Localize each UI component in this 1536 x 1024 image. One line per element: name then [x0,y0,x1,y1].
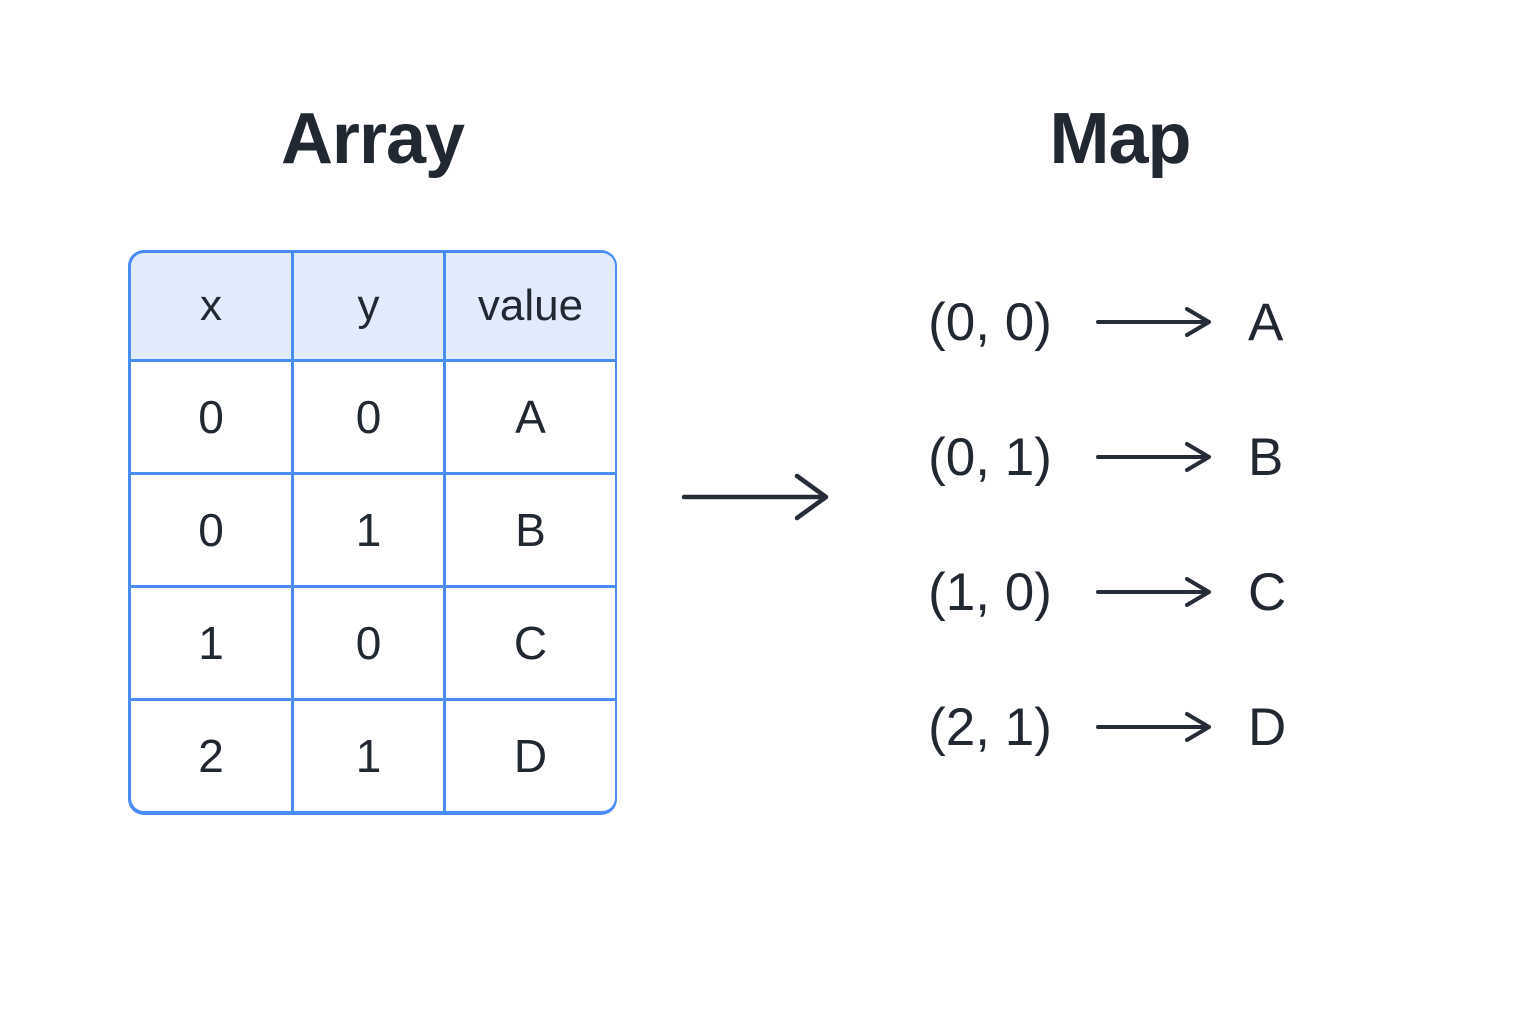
array-table: x y value 0 0 A 0 1 B 1 0 C 2 1 D [128,250,617,815]
map-entry-value: C [1248,562,1287,622]
table-cell-r2-value: C [446,588,615,698]
table-cell-r3-value: D [446,701,615,811]
map-entry-1: (0, 1) B [900,417,1330,497]
map-entry-value: B [1248,427,1284,487]
table-header-y: y [294,253,443,359]
table-cell-r0-y: 0 [294,362,443,472]
map-arrow-icon [1096,442,1211,472]
map-entry-value: A [1248,292,1284,352]
map-entry-0: (0, 0) A [900,282,1330,362]
table-cell-r1-y: 1 [294,475,443,585]
map-entry-key: (1, 0) [928,562,1052,622]
map-entry-key: (2, 1) [928,697,1052,757]
table-cell-r3-x: 2 [131,701,291,811]
map-entry-key: (0, 1) [928,427,1052,487]
array-to-map-arrow-icon [681,473,829,521]
table-cell-r1-x: 0 [131,475,291,585]
table-cell-r0-x: 0 [131,362,291,472]
map-entry-key: (0, 0) [928,292,1052,352]
map-arrow-icon [1096,577,1211,607]
map-entry-2: (1, 0) C [900,552,1330,632]
table-header-value: value [446,253,615,359]
table-cell-r2-y: 0 [294,588,443,698]
table-cell-r3-y: 1 [294,701,443,811]
map-arrow-icon [1096,307,1211,337]
table-cell-r2-x: 1 [131,588,291,698]
table-header-x: x [131,253,291,359]
map-entry-value: D [1248,697,1287,757]
table-cell-r1-value: B [446,475,615,585]
map-arrow-icon [1096,712,1211,742]
map-section-title: Map [1049,99,1192,179]
table-cell-r0-value: A [446,362,615,472]
array-section-title: Array [280,99,465,179]
map-entry-3: (2, 1) D [900,687,1330,767]
